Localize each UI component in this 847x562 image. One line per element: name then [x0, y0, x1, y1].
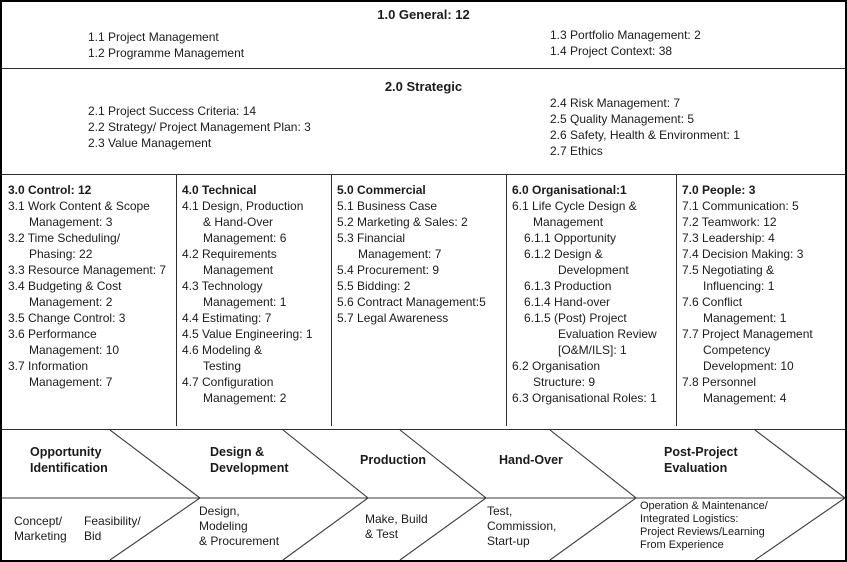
knowledge-item: 5.5 Bidding: 2: [337, 279, 411, 293]
column-header: 4.0 Technical: [182, 183, 257, 197]
knowledge-item: 3.2 Time Scheduling/ Phasing: 22: [8, 231, 121, 261]
knowledge-item: 2.4 Risk Management: 7: [550, 96, 681, 110]
stage-operation-maintenance: Operation & Maintenance/ Integrated Logi…: [640, 500, 768, 551]
column-header: 5.0 Commercial: [337, 183, 426, 197]
knowledge-item: 1.2 Programme Management: [88, 46, 245, 60]
phase-post-project-evaluation: Post-Project Evaluation: [664, 445, 738, 475]
knowledge-item: 1.1 Project Management: [88, 30, 219, 44]
phase-production: Production: [360, 453, 426, 467]
knowledge-item: 3.6 Performance Management: 10: [8, 327, 120, 357]
knowledge-item: 7.8 Personnel Management: 4: [682, 375, 787, 405]
knowledge-item: 4.3 Technology Management: 1: [182, 279, 287, 309]
knowledge-item: 2.5 Quality Management: 5: [550, 112, 695, 126]
knowledge-item: 2.6 Safety, Health & Environment: 1: [550, 128, 740, 142]
knowledge-subitem: 6.1.1 Opportunity: [524, 231, 617, 245]
stage-concept-marketing: Concept/ Marketing: [14, 514, 67, 543]
knowledge-item: 3.5 Change Control: 3: [8, 311, 126, 325]
knowledge-item: 4.4 Estimating: 7: [182, 311, 272, 325]
knowledge-item: 3.1 Work Content & Scope Management: 3: [8, 199, 150, 229]
general-right-list: 1.3 Portfolio Management: 2 1.4 Project …: [550, 27, 701, 59]
strategic-right-list: 2.4 Risk Management: 7 2.5 Quality Manag…: [550, 95, 740, 159]
knowledge-item: 4.6 Modeling & Testing: [182, 343, 263, 373]
phase-design-development: Design & Development: [210, 445, 289, 475]
lifecycle-process-flow: Opportunity Identification Design & Deve…: [2, 429, 845, 560]
knowledge-item: 6.2 Organisation Structure: 9: [512, 359, 601, 389]
knowledge-item: 1.3 Portfolio Management: 2: [550, 28, 701, 42]
knowledge-item: 7.4 Decision Making: 3: [682, 247, 804, 261]
general-left-list: 1.1 Project Management 1.2 Programme Man…: [88, 29, 244, 61]
column-people: 7.0 People: 3 7.1 Communication: 5 7.2 T…: [676, 175, 845, 426]
knowledge-item: 6.3 Organisational Roles: 1: [512, 391, 657, 405]
knowledge-subitem: 6.1.3 Production: [524, 279, 612, 293]
knowledge-item: 5.6 Contract Management:5: [337, 295, 486, 309]
stage-design-modeling-procurement: Design, Modeling & Procurement: [199, 504, 280, 548]
chevron-arrows-graphic: [2, 430, 845, 560]
knowledge-item: 4.7 Configuration Management: 2: [182, 375, 287, 405]
strategic-left-list: 2.1 Project Success Criteria: 14 2.2 Str…: [88, 103, 311, 151]
column-header: 7.0 People: 3: [682, 183, 756, 197]
section-general-title: 1.0 General: 12: [377, 7, 470, 22]
topic-columns: 3.0 Control: 12 3.1 Work Content & Scope…: [2, 175, 845, 426]
stage-test-commission-startup: Test, Commission, Start-up: [487, 504, 557, 548]
knowledge-item: 2.7 Ethics: [550, 144, 603, 158]
knowledge-item: 5.7 Legal Awareness: [337, 311, 449, 325]
section-general: 1.0 General: 12 1.1 Project Management 1…: [2, 2, 845, 69]
column-header: 3.0 Control: 12: [8, 183, 92, 197]
knowledge-item: 4.1 Design, Production & Hand-Over Manag…: [182, 199, 304, 245]
knowledge-item: 5.3 Financial Management: 7: [337, 231, 442, 261]
knowledge-item: 7.7 Project Management Competency Develo…: [682, 327, 813, 373]
knowledge-item: 5.4 Procurement: 9: [337, 263, 440, 277]
knowledge-item: 1.4 Project Context: 38: [550, 44, 673, 58]
knowledge-item: 2.1 Project Success Criteria: 14: [88, 104, 257, 118]
knowledge-item: 4.5 Value Engineering: 1: [182, 327, 313, 341]
knowledge-item: 7.1 Communication: 5: [682, 199, 799, 213]
knowledge-item: 7.5 Negotiating & Influencing: 1: [682, 263, 775, 293]
knowledge-item: 5.2 Marketing & Sales: 2: [337, 215, 468, 229]
phase-opportunity-identification: Opportunity Identification: [30, 445, 108, 475]
knowledge-item: 7.3 Leadership: 4: [682, 231, 775, 245]
knowledge-item: 3.3 Resource Management: 7: [8, 263, 167, 277]
stage-make-build-test: Make, Build & Test: [365, 512, 428, 541]
knowledge-item: 3.7 Information Management: 7: [8, 359, 113, 389]
knowledge-item: 4.2 Requirements Management: [182, 247, 277, 277]
column-commercial: 5.0 Commercial 5.1 Business Case 5.2 Mar…: [331, 175, 506, 426]
stage-feasibility-bid: Feasibility/ Bid: [84, 514, 141, 543]
section-strategic-title: 2.0 Strategic: [384, 79, 463, 94]
knowledge-item: 7.2 Teamwork: 12: [682, 215, 777, 229]
column-control: 3.0 Control: 12 3.1 Work Content & Scope…: [2, 175, 176, 426]
knowledge-item: 7.6 Conflict Management: 1: [682, 295, 787, 325]
knowledge-item: 3.4 Budgeting & Cost Management: 2: [8, 279, 122, 309]
knowledge-subitem: 6.1.5 (Post) Project Evaluation Review […: [524, 311, 657, 357]
column-technical: 4.0 Technical 4.1 Design, Production & H…: [176, 175, 331, 426]
phase-hand-over: Hand-Over: [499, 453, 563, 467]
knowledge-subitem: 6.1.2 Design & Development: [524, 247, 629, 277]
knowledge-subitem: 6.1.4 Hand-over: [524, 295, 611, 309]
knowledge-item: 2.2 Strategy/ Project Management Plan: 3: [88, 120, 311, 134]
knowledge-item: 2.3 Value Management: [88, 136, 212, 150]
knowledge-item: 5.1 Business Case: [337, 199, 438, 213]
knowledge-item: 6.1 Life Cycle Design & Management: [512, 199, 637, 229]
column-header: 6.0 Organisational:1: [512, 183, 627, 197]
column-organisational: 6.0 Organisational:1 6.1 Life Cycle Desi…: [506, 175, 676, 426]
section-strategic: 2.0 Strategic 2.1 Project Success Criter…: [2, 69, 845, 175]
